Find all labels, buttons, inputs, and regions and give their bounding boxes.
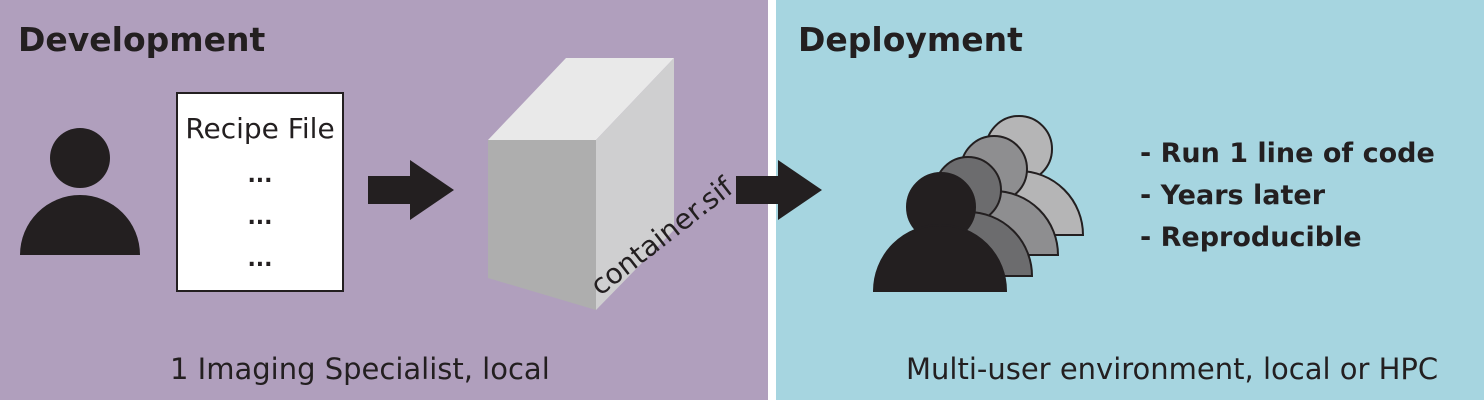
arrow-right-icon bbox=[736, 160, 822, 220]
benefit-item: - Reproducible bbox=[1140, 222, 1362, 253]
container-box-icon bbox=[488, 58, 674, 310]
recipe-line: ... bbox=[247, 163, 273, 188]
deployment-heading: Deployment bbox=[798, 20, 1023, 59]
recipe-file-document: Recipe File ... ... ... bbox=[176, 92, 344, 292]
benefits-list: - Run 1 line of code - Years later - Rep… bbox=[1140, 138, 1435, 264]
benefit-item: - Years later bbox=[1140, 180, 1326, 211]
user-group-icon bbox=[872, 115, 1085, 292]
development-heading: Development bbox=[18, 20, 266, 59]
development-caption: 1 Imaging Specialist, local bbox=[170, 352, 550, 386]
deployment-panel: Deployment - Run 1 line of code - Years … bbox=[776, 0, 1484, 400]
benefit-item: - Run 1 line of code bbox=[1140, 138, 1435, 169]
recipe-line: ... bbox=[247, 205, 273, 230]
arrow-right-icon bbox=[368, 160, 454, 220]
recipe-file-title: Recipe File bbox=[185, 112, 335, 145]
deployment-caption: Multi-user environment, local or HPC bbox=[906, 352, 1439, 386]
recipe-line: ... bbox=[247, 247, 273, 272]
person-icon bbox=[20, 128, 140, 255]
